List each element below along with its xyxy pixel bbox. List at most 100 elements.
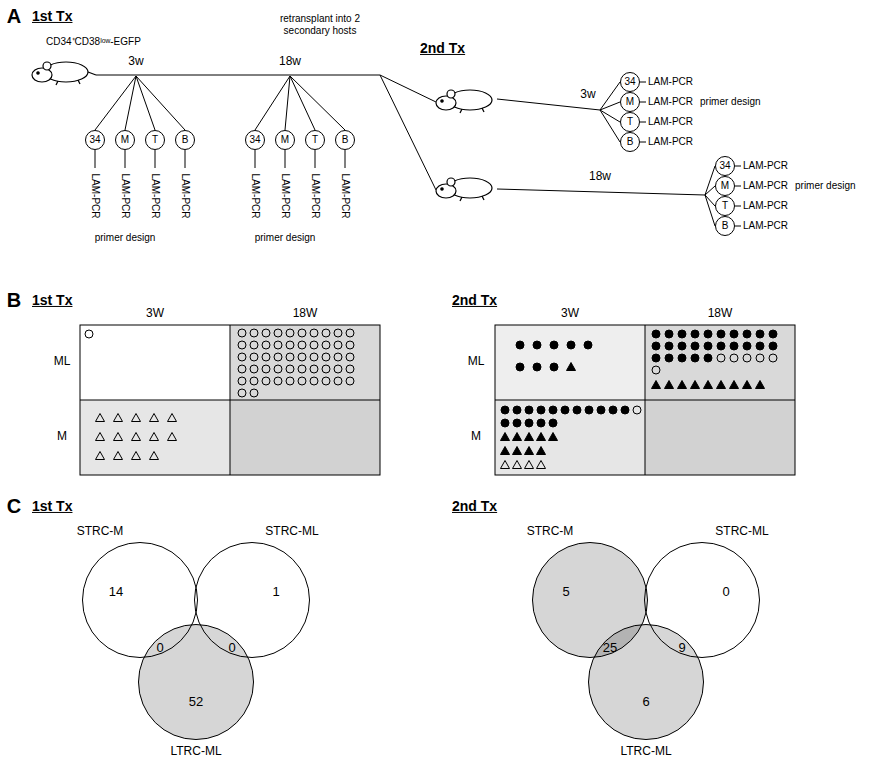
filled-dot <box>769 330 777 338</box>
venn-circle: LTRC-ML52 <box>138 624 254 740</box>
label-text: LAM-PCR <box>149 173 161 218</box>
filled-dot <box>704 342 712 350</box>
cell-circle: T <box>620 112 640 132</box>
label-text: CD34⁺CD38ˡᵒʷ-EGFP <box>46 36 141 48</box>
cell-circle: M <box>275 130 295 150</box>
open-dot <box>250 341 258 349</box>
open-triangle <box>132 452 141 460</box>
filled-dot <box>516 363 524 371</box>
filled-dot <box>704 330 712 338</box>
label-text: primer design <box>95 232 156 244</box>
venn-circle-shape <box>139 625 254 740</box>
result-grid <box>80 325 380 475</box>
venn-label: LTRC-ML <box>170 745 221 758</box>
open-triangle <box>96 452 105 460</box>
filled-dot <box>717 342 725 350</box>
open-dot <box>286 329 294 337</box>
label-text: LAM-PCR <box>339 173 351 218</box>
filled-triangle <box>678 381 687 389</box>
cell-type: 34 <box>719 161 730 171</box>
open-dot <box>334 329 342 337</box>
filled-triangle <box>756 381 765 389</box>
open-triangle <box>114 452 123 460</box>
label-text: 3W <box>146 307 164 321</box>
venn-label: LTRC-ML <box>620 745 671 758</box>
open-dot <box>717 354 725 362</box>
cell-circle: M <box>715 176 735 196</box>
filled-dot <box>513 406 521 414</box>
open-dot <box>286 341 294 349</box>
open-dot <box>322 353 330 361</box>
timeline-lines <box>95 75 741 226</box>
label-text: LAM-PCR <box>648 96 693 108</box>
venn-label: STRC-ML <box>265 525 318 538</box>
open-dot <box>652 366 660 374</box>
open-dot <box>334 341 342 349</box>
filled-dot <box>516 341 524 349</box>
label-text: LAM-PCR <box>179 173 191 218</box>
label-text: primer design <box>795 180 856 192</box>
filled-dot <box>501 406 509 414</box>
venn-outline <box>138 624 254 740</box>
filled-dot <box>585 406 593 414</box>
cell-type: B <box>342 135 349 145</box>
cell-circle: B <box>620 132 640 152</box>
venn-count: 5 <box>562 585 569 599</box>
open-dot <box>334 365 342 373</box>
label-text: A <box>7 5 21 28</box>
open-dot <box>322 365 330 373</box>
filled-dot <box>584 341 592 349</box>
venn-count: 52 <box>189 695 203 709</box>
open-triangle <box>150 433 159 441</box>
label-text: primer design <box>255 232 316 244</box>
open-triangle <box>150 414 159 422</box>
label-text: 2nd Tx <box>452 292 497 308</box>
label-text: B <box>7 289 21 312</box>
cell-type: M <box>121 135 129 145</box>
open-dot <box>250 353 258 361</box>
cell-circle: T <box>715 196 735 216</box>
filled-dot <box>730 330 738 338</box>
open-dot <box>310 365 318 373</box>
filled-dot <box>621 406 629 414</box>
open-dot <box>238 353 246 361</box>
open-triangle <box>525 461 534 469</box>
label-text: LAM-PCR <box>743 220 788 232</box>
open-dot <box>238 341 246 349</box>
open-dot <box>298 329 306 337</box>
open-dot <box>274 365 282 373</box>
open-triangle <box>96 433 105 441</box>
cell-circle: B <box>175 130 195 150</box>
open-dot <box>310 353 318 361</box>
label-text: 18w <box>279 55 301 69</box>
open-dot <box>769 354 777 362</box>
cell-circle: 34 <box>245 130 265 150</box>
open-triangle <box>132 433 141 441</box>
open-triangle <box>114 414 123 422</box>
cell-type: T <box>312 135 318 145</box>
cell-type: M <box>281 135 289 145</box>
cell-type: B <box>722 221 729 231</box>
open-dot <box>346 329 354 337</box>
cell-type: B <box>182 135 189 145</box>
filled-dot <box>525 419 533 427</box>
venn-count: 6 <box>642 695 649 709</box>
cell-type: 34 <box>89 135 100 145</box>
label-text: LAM-PCR <box>249 173 261 218</box>
open-dot <box>250 329 258 337</box>
filled-triangle <box>549 433 558 441</box>
open-dot <box>274 341 282 349</box>
open-dot <box>238 389 246 397</box>
cell-circle: 34 <box>715 156 735 176</box>
label-text: primer design <box>700 96 761 108</box>
open-dot <box>250 365 258 373</box>
open-dot <box>298 353 306 361</box>
mouse-icon <box>436 90 492 113</box>
filled-dot <box>691 330 699 338</box>
venn-count: 0 <box>722 585 729 599</box>
clone-symbols <box>85 329 777 469</box>
cell-circle: T <box>145 130 165 150</box>
filled-triangle <box>501 447 510 455</box>
